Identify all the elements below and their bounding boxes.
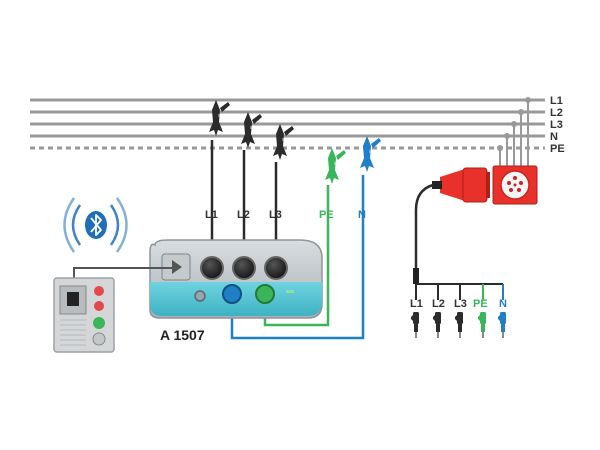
terminal-l2[interactable] xyxy=(232,256,256,280)
busbar-junctions xyxy=(497,97,531,151)
terminal-pe[interactable] xyxy=(255,284,275,304)
lead-label-n: N xyxy=(358,209,366,221)
tester-device-icon xyxy=(53,277,115,353)
three-phase-plug-icon xyxy=(432,167,490,203)
terminal-n[interactable] xyxy=(222,284,242,304)
plug-lead-label-l1: L1 xyxy=(410,298,423,310)
busbar-label-l1: L1 xyxy=(550,95,563,107)
busbar-label-l2: L2 xyxy=(550,107,563,119)
lead-label-l3: L3 xyxy=(269,209,282,221)
terminal-l3[interactable] xyxy=(264,256,288,280)
three-phase-socket-icon xyxy=(492,165,538,205)
plug-lead-fanout xyxy=(415,283,504,300)
connector-arrow-icon xyxy=(172,260,182,274)
cable-ferrule xyxy=(413,268,419,284)
terminal-l1[interactable] xyxy=(200,256,224,280)
busbar-label-pe: PE xyxy=(550,143,565,155)
lead-label-pe: PE xyxy=(319,209,334,221)
plug-lead-label-l3: L3 xyxy=(454,298,467,310)
plug-lead-probes xyxy=(411,312,506,338)
plug-lead-label-pe: PE xyxy=(473,298,488,310)
busbars: L1 L2 L3 N PE xyxy=(30,95,565,155)
lead-label-l1: L1 xyxy=(205,209,218,221)
plug-lead-label-n: N xyxy=(499,298,507,310)
instrument-a1507 xyxy=(149,239,323,319)
bluetooth-icon xyxy=(63,197,128,253)
plug-lead-label-l2: L2 xyxy=(432,298,445,310)
plug-cable xyxy=(414,183,434,272)
busbar-label-n: N xyxy=(550,131,558,143)
instrument-model-label: A 1507 xyxy=(160,327,205,343)
status-led xyxy=(286,290,294,293)
reset-button[interactable] xyxy=(194,290,206,302)
busbar-label-l3: L3 xyxy=(550,119,563,131)
lead-n xyxy=(230,175,365,340)
socket-feed-wires xyxy=(499,100,529,168)
lead-label-l2: L2 xyxy=(237,209,250,221)
